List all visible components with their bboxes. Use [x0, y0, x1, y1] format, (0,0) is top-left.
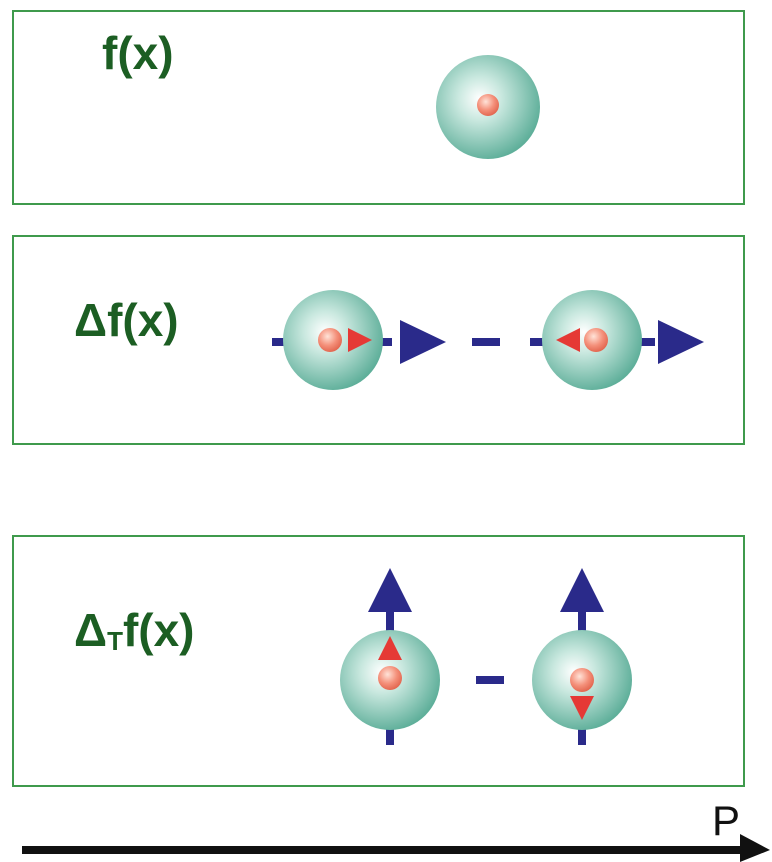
momentum-axis: [22, 834, 770, 862]
label-subscript: T: [107, 626, 123, 656]
quark: [318, 328, 342, 352]
quark-spin-arrow-icon: [556, 328, 580, 352]
label-text: f(x): [102, 27, 174, 79]
nucleon-spin-arrow-icon: [560, 568, 604, 612]
label-text: f(x): [122, 604, 195, 656]
quark: [477, 94, 499, 116]
quark-spin-arrow-icon: [378, 636, 402, 660]
axis-arrow-icon: [740, 834, 770, 862]
quark: [570, 668, 594, 692]
panel-label-delta-f: Δf(x): [74, 297, 179, 343]
helicity-state-aligned: [272, 290, 446, 390]
nucleon-spin-arrow-icon: [368, 568, 412, 612]
panel-label-delta-t-f: ΔTf(x): [74, 607, 195, 654]
helicity-state-anti-aligned: [530, 290, 704, 390]
minus-sign-icon: [472, 338, 500, 346]
label-prefix: Δ: [74, 604, 108, 656]
quark: [378, 666, 402, 690]
panel-unpolarized: f(x): [12, 10, 745, 205]
axis-label-p: P: [712, 797, 741, 844]
panel-label-f: f(x): [102, 30, 174, 76]
minus-sign-icon: [476, 676, 504, 684]
nucleon-unpolarized: [436, 55, 540, 159]
transversity-state-down: [532, 568, 632, 745]
quark-spin-arrow-icon: [348, 328, 372, 352]
label-text: Δf(x): [74, 294, 179, 346]
quark-spin-arrow-icon: [570, 696, 594, 720]
momentum-arrow-icon: [658, 320, 704, 364]
quark: [584, 328, 608, 352]
transversity-state-up: [340, 568, 440, 745]
momentum-arrow-icon: [400, 320, 446, 364]
axis-line: [22, 846, 744, 854]
